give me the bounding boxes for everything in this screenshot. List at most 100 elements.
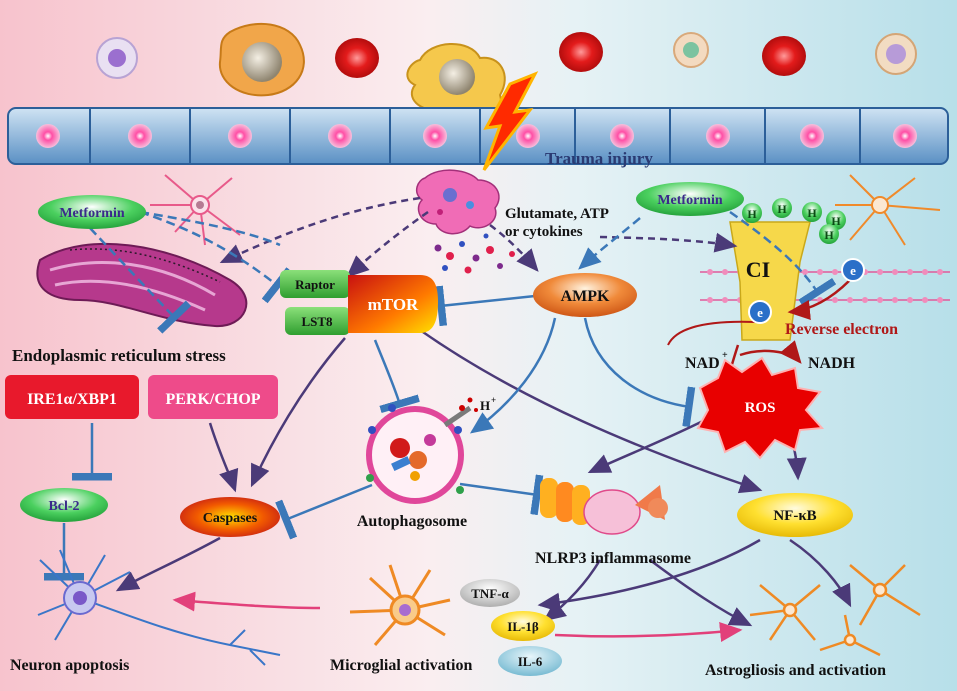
il1b-label: IL-1β	[507, 619, 539, 634]
autophagosome-label: Autophagosome	[357, 513, 467, 530]
raptor-label: Raptor	[295, 277, 335, 292]
ros-label: ROS	[745, 400, 776, 416]
proton-label-2: H	[777, 202, 787, 216]
lst8-box	[285, 307, 350, 335]
trauma-lightning-icon	[482, 71, 539, 171]
tnf-pill	[460, 579, 520, 607]
red-blood-cell-icon	[762, 36, 806, 76]
microglial-activation-label: Microglial activation	[330, 657, 472, 674]
leukocyte-nucleus-icon	[108, 49, 126, 67]
glutamate-label-line2: or cytokines	[505, 224, 583, 240]
caspases-pill	[180, 497, 280, 537]
arrow-electron-loop	[667, 320, 756, 346]
il6-pill	[498, 646, 562, 676]
inhibit-metformin-raptor	[139, 210, 293, 304]
metformin-left-label: Metformin	[59, 206, 125, 221]
ros-burst-icon	[696, 356, 825, 460]
inhibit-metformin-ci	[729, 210, 837, 306]
ire-box	[5, 375, 139, 419]
macrophage-nucleus-icon	[242, 42, 282, 82]
electron-label-1: e	[850, 263, 856, 278]
h-plus-superscript: +	[491, 395, 496, 405]
arrow-mtor-to-caspases	[250, 337, 346, 488]
pericyte-icon	[150, 174, 241, 246]
endothelial-barrier	[7, 107, 949, 165]
astrocytes-icon	[749, 564, 921, 657]
nad-superscript: +	[722, 350, 728, 361]
metformin-right-pill	[636, 182, 744, 216]
proton-icons	[742, 198, 846, 244]
caspases-label: Caspases	[203, 511, 258, 526]
nadh-label: NADH	[808, 355, 856, 372]
proton-label-3: H	[807, 206, 817, 220]
bcl2-pill	[20, 488, 108, 522]
arrow-nlrp3-to-il1b	[543, 559, 602, 622]
inhibit-metformin-er	[89, 227, 192, 334]
damaged-tissue-icon	[415, 169, 500, 235]
arrow-nad-to-nadh	[739, 340, 802, 364]
arrow-caspases-to-neuron	[115, 536, 221, 592]
proton-label-1: H	[747, 207, 757, 221]
neuron-icon	[37, 549, 281, 666]
bcl2-label: Bcl-2	[48, 499, 79, 514]
red-blood-cell-icon	[559, 32, 603, 72]
ampk-pill	[533, 273, 637, 317]
lst8-label: LST8	[301, 314, 333, 329]
metformin-right-label: Metformin	[657, 193, 723, 208]
raptor-box	[280, 270, 350, 298]
inhibit-ampk-ros	[583, 317, 696, 428]
mtor-label: mTOR	[368, 295, 419, 314]
lymphocyte-nucleus-icon	[886, 44, 906, 64]
arrow-reverse-electron	[787, 279, 851, 320]
arrow-trauma-to-er	[219, 196, 421, 264]
inhibit-autophagosome-caspases	[275, 483, 373, 540]
proton-label-4: H	[831, 214, 841, 228]
nlrp3-inflammasome-icon	[540, 478, 668, 535]
electron-icon	[748, 300, 772, 324]
neuron-apoptosis-label: Neuron apoptosis	[10, 657, 129, 674]
ire-label: IRE1α/XBP1	[27, 391, 117, 408]
inhibit-mtor-autophagosome	[373, 339, 420, 414]
arrow-nfkb-to-cytokines	[537, 538, 761, 613]
arrow-ampk-to-autophagosome	[469, 317, 557, 434]
il1b-pill	[491, 611, 555, 641]
perk-label: PERK/CHOP	[165, 391, 260, 408]
nfkb-label: NF-κB	[773, 508, 816, 524]
astrocyte-top-right-icon	[835, 174, 941, 246]
ci-label: CI	[746, 257, 770, 282]
glutamate-label-line1: Glutamate, ATP	[505, 206, 609, 222]
metformin-to-er-dash	[139, 210, 281, 247]
blood-cells	[96, 22, 917, 123]
electron-label-2: e	[757, 305, 763, 320]
arrow-mtor-to-nfkb	[419, 328, 763, 494]
molecule-dots	[434, 233, 515, 274]
monocyte-nucleus-icon	[683, 42, 699, 58]
inhibit-autophagosome-nlrp3	[459, 474, 544, 516]
inhibit-ampk-mtor	[435, 285, 536, 327]
perk-box	[148, 375, 278, 419]
arrow-trauma-to-mtor	[346, 210, 429, 278]
astrogliosis-label: Astrogliosis and activation	[705, 662, 886, 679]
arrow-nfkb-to-astro	[789, 538, 852, 608]
nlrp3-label: NLRP3 inflammasome	[535, 550, 691, 567]
mtor-box	[348, 275, 438, 333]
red-blood-cell-icon	[335, 38, 379, 78]
reverse-electron-label: Reverse electron	[785, 321, 898, 338]
electron-icon	[841, 258, 865, 282]
arrow-il1b-to-astro	[554, 622, 743, 642]
il6-label: IL-6	[518, 654, 543, 669]
arrow-perk-to-caspases	[208, 422, 239, 493]
metformin-left-pill	[38, 195, 146, 229]
arrow-ros-to-nlrp3	[587, 418, 706, 474]
nfkb-pill	[737, 493, 853, 537]
arrow-nlrp3-to-astro	[649, 558, 753, 627]
microglia-icon	[349, 564, 451, 646]
h-plus-label: H	[480, 398, 490, 413]
er-stress-label: Endoplasmic reticulum stress	[12, 346, 226, 365]
ampk-label: AMPK	[561, 288, 610, 305]
activated-macrophage-nucleus-icon	[439, 59, 475, 95]
arrow-microglia-to-neuron	[172, 591, 321, 612]
nad-label: NAD	[685, 355, 720, 372]
